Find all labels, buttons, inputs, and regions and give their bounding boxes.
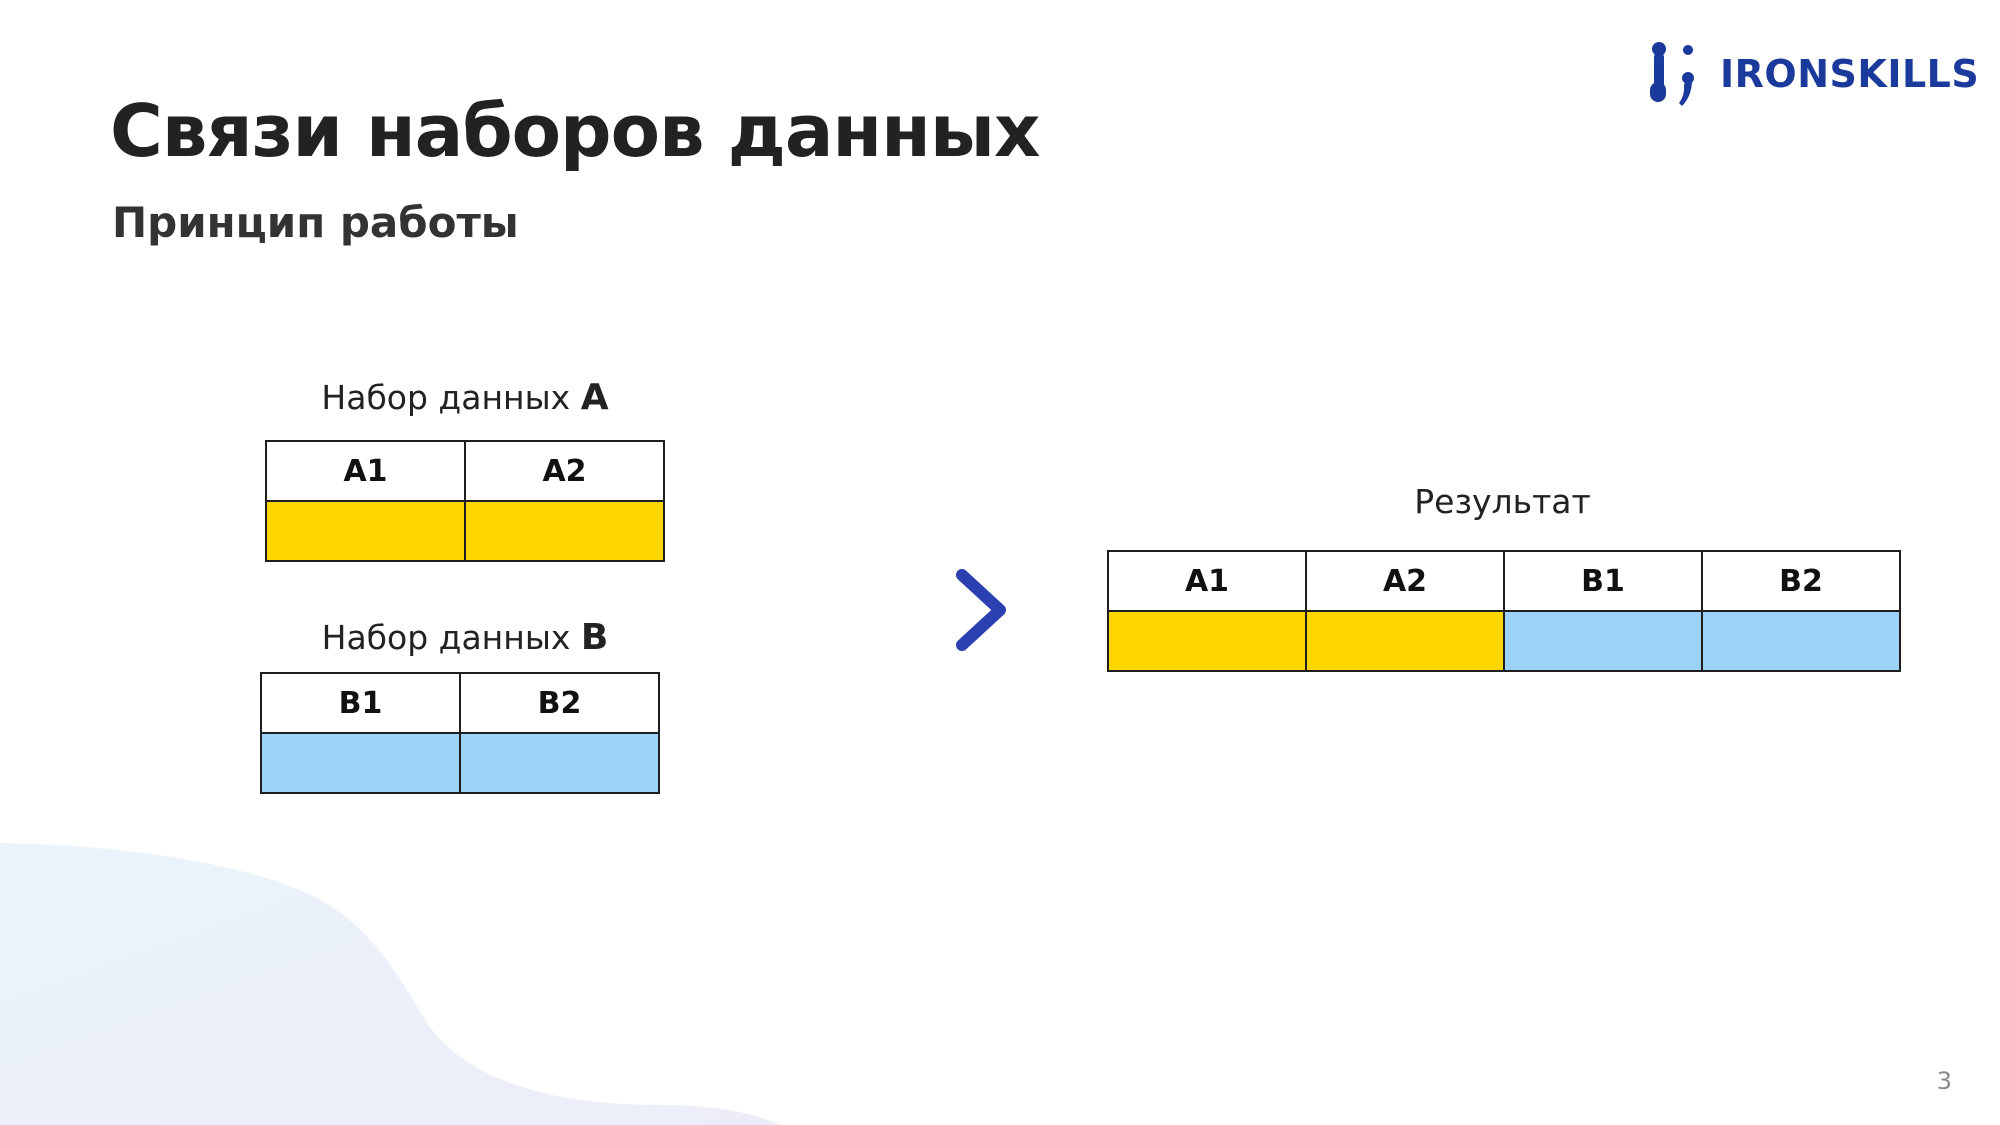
- dataset-b-data-cell: [459, 732, 660, 794]
- result-data-row: [1107, 610, 1901, 672]
- dataset-b-data-cell: [260, 732, 461, 794]
- result-column-header: A2: [1305, 550, 1505, 612]
- result-header-row: A1 A2 B1 B2: [1107, 550, 1901, 612]
- dataset-a-column-header: A2: [464, 440, 665, 502]
- result-data-cell: [1701, 610, 1901, 672]
- page-number: 3: [1936, 1067, 1952, 1095]
- result-data-cell: [1503, 610, 1703, 672]
- brand-name: IRONSKILLS: [1720, 52, 1980, 96]
- dataset-a-caption-letter: A: [580, 377, 609, 418]
- dataset-b-caption: Набор данных B: [265, 617, 665, 658]
- result-caption: Результат: [1414, 482, 1591, 521]
- brand-logo: IRONSKILLS: [1648, 38, 1979, 110]
- page-title: Связи наборов данных: [110, 89, 1040, 173]
- dataset-a-data-cell: [464, 500, 665, 562]
- result-data-cell: [1107, 610, 1307, 672]
- dataset-a-column-header: A1: [265, 440, 466, 502]
- dataset-b-data-row: [260, 732, 660, 794]
- arrow-right-icon: [774, 569, 1006, 651]
- dataset-a-caption: Набор данных A: [265, 377, 665, 418]
- page-subtitle: Принцип работы: [112, 198, 519, 247]
- dataset-b-caption-prefix: Набор данных: [321, 618, 571, 657]
- dataset-a-data-cell: [265, 500, 466, 562]
- result-column-header: A1: [1107, 550, 1307, 612]
- dataset-b-header-row: B1 B2: [260, 672, 660, 734]
- result-column-header: B2: [1701, 550, 1901, 612]
- dataset-b-caption-letter: B: [580, 617, 609, 658]
- result-data-cell: [1305, 610, 1505, 672]
- dataset-a-table: A1 A2: [265, 440, 665, 562]
- dataset-b-column-header: B1: [260, 672, 461, 734]
- dataset-b-column-header: B2: [459, 672, 660, 734]
- dataset-b-table: B1 B2: [260, 672, 660, 794]
- ironskills-logo-icon: [1650, 42, 1694, 106]
- dataset-a-header-row: A1 A2: [265, 440, 665, 502]
- result-column-header: B1: [1503, 550, 1703, 612]
- result-table: A1 A2 B1 B2: [1107, 550, 1901, 672]
- dataset-a-caption-prefix: Набор данных: [321, 378, 571, 417]
- dataset-a-data-row: [265, 500, 665, 562]
